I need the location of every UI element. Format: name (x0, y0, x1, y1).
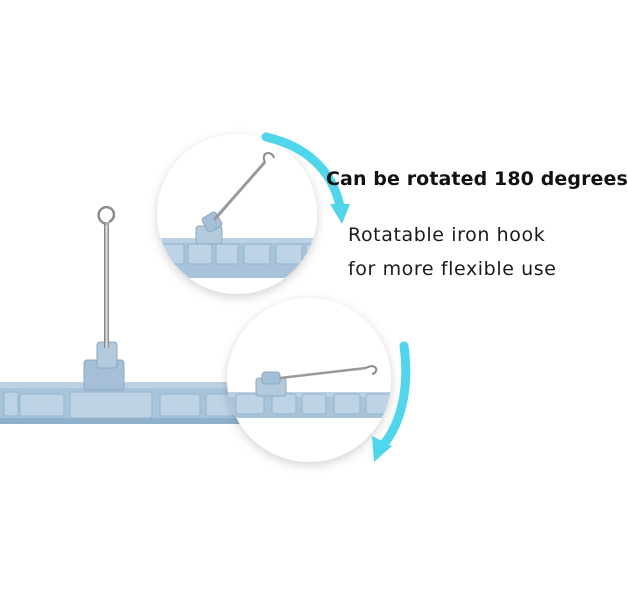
rotation-arrow-top-icon (261, 132, 350, 224)
detail-circle-top (157, 134, 317, 294)
main-tray (0, 341, 250, 424)
main-hook (97, 205, 116, 348)
description-line-1: Rotatable iron hook (348, 224, 546, 246)
headline: Can be rotated 180 degrees (326, 168, 628, 190)
product-illustration (0, 132, 411, 462)
rotation-arrow-bottom-icon (372, 341, 411, 462)
detail-circle-bottom (227, 298, 391, 462)
description-line-2: for more flexible use (348, 258, 557, 280)
